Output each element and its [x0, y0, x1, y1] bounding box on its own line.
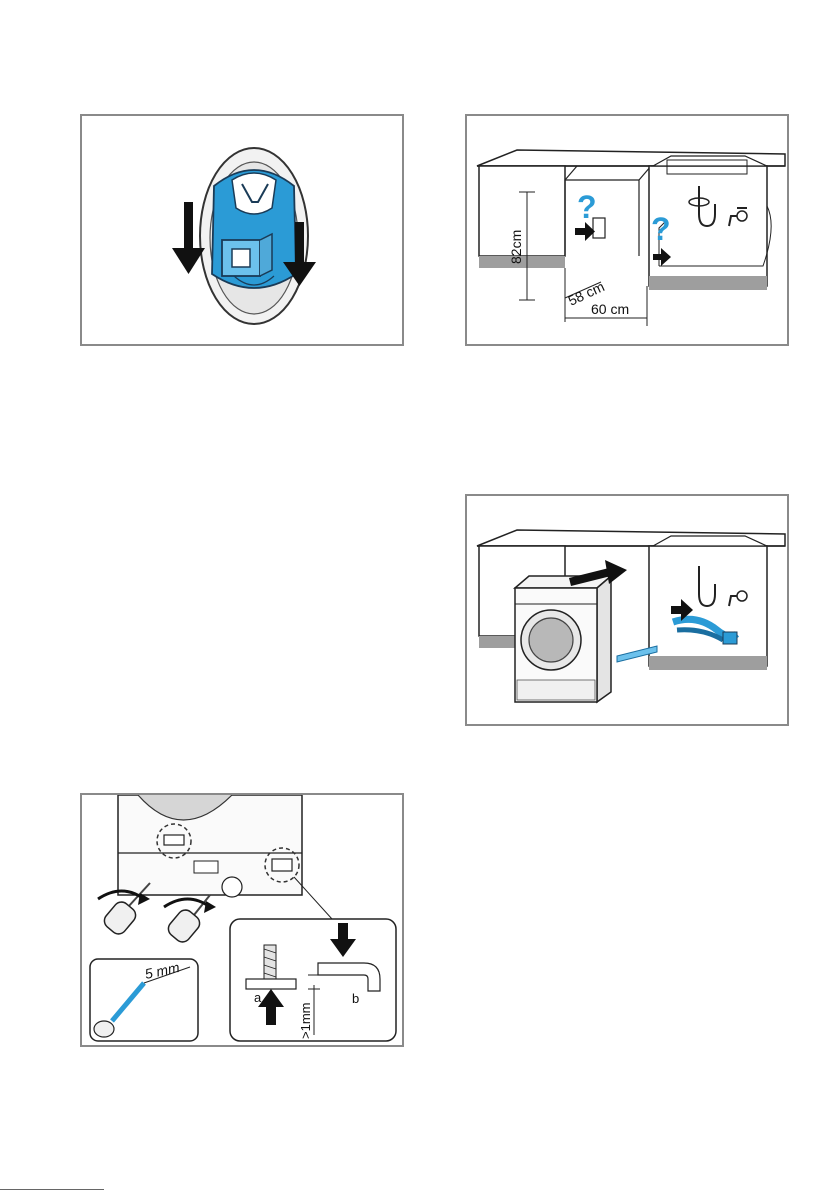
dim-height-label: 82cm	[508, 230, 524, 264]
part-b-label: b	[352, 991, 359, 1006]
part-a-label: a	[254, 990, 262, 1005]
inset-screw-depth: 5 mm	[90, 959, 198, 1041]
screwdriver-right-icon	[164, 895, 216, 945]
figure-slide-in-machine	[465, 494, 789, 726]
question-mark-niche: ?	[577, 189, 597, 225]
footer-rule	[0, 1189, 104, 1190]
figure-cover-removal	[80, 114, 404, 346]
washing-machine	[515, 576, 611, 702]
question-mark-sink: ?	[651, 211, 671, 247]
figure-niche-dimensions: ? ? 82cm 58 cm 60 cm	[465, 114, 789, 346]
dim-width-label: 60 cm	[591, 301, 629, 317]
inset-clearance: a b >1mm	[230, 919, 396, 1041]
figure-foot-adjustment: 5 mm a b >1mm	[80, 793, 404, 1047]
clearance-label: >1mm	[298, 1003, 313, 1039]
screwdriver-left-icon	[98, 883, 150, 937]
